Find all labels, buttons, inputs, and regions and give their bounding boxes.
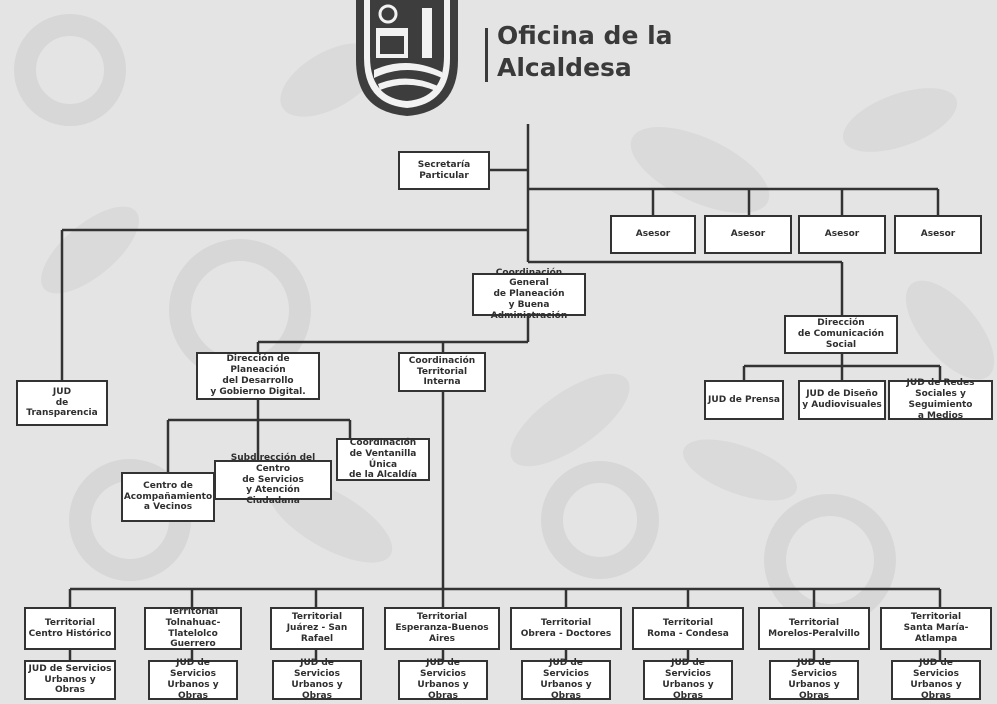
box-jud-diseno: JUD de Diseño y Audiovisuales bbox=[798, 380, 886, 420]
box-secretaria-particular: Secretaría Particular bbox=[398, 151, 490, 190]
box-jud-servicios-urbanos: JUD de Servicios Urbanos y Obras bbox=[891, 658, 981, 701]
box-centro-acompanamiento: Centro de Acompañamiento a Vecinos bbox=[121, 472, 215, 522]
box-territorial: Territorial Esperanza-Buenos Aires bbox=[384, 607, 500, 650]
title-line-1: Oficina de la bbox=[497, 21, 673, 50]
box-territorial: Territorial Tolnahuac-Tlatelolco Guerrer… bbox=[144, 607, 242, 650]
title-divider bbox=[485, 28, 488, 82]
box-territorial: Territorial Morelos-Peralvillo bbox=[758, 607, 870, 650]
box-asesor-1: Asesor bbox=[610, 215, 696, 254]
box-jud-servicios-urbanos: JUD de Servicios Urbanos y Obras bbox=[769, 658, 859, 701]
box-jud-servicios-urbanos: JUD de Servicios Urbanos y Obras bbox=[643, 658, 733, 701]
box-territorial: Territorial Obrera - Doctores bbox=[510, 607, 622, 650]
box-jud-prensa: JUD de Prensa bbox=[704, 380, 784, 420]
box-jud-servicios-urbanos: JUD de Servicios Urbanos y Obras bbox=[148, 658, 238, 701]
title-line-2: Alcaldesa bbox=[497, 53, 632, 82]
box-asesor-4: Asesor bbox=[894, 215, 982, 254]
box-direccion-planeacion: Dirección de Planeación del Desarrollo y… bbox=[196, 352, 320, 400]
box-territorial: Territorial Santa María-Atlampa bbox=[880, 607, 992, 650]
box-subdireccion-centro-servicios: Subdirección del Centro de Servicios y A… bbox=[214, 453, 332, 506]
box-coordinacion-territorial-interna: Coordinación Territorial Interna bbox=[398, 352, 486, 392]
box-territorial: Territorial Juárez - San Rafael bbox=[270, 607, 364, 650]
page-title: Oficina de la Alcaldesa bbox=[497, 20, 673, 84]
box-coordinacion-general: Coordinación General de Planeación y Bue… bbox=[472, 268, 586, 321]
box-territorial: Territorial Centro Histórico bbox=[24, 607, 116, 650]
box-coordinacion-ventanilla: Coordinación de Ventanilla Única de la A… bbox=[336, 438, 430, 481]
box-territorial: Territorial Roma - Condesa bbox=[632, 607, 744, 650]
box-direccion-comunicacion-social: Dirección de Comunicación Social bbox=[784, 315, 898, 354]
box-jud-servicios-urbanos: JUD de Servicios Urbanos y Obras bbox=[398, 658, 488, 701]
box-jud-servicios-urbanos: JUD de Servicios Urbanos y Obras bbox=[272, 658, 362, 701]
box-asesor-2: Asesor bbox=[704, 215, 792, 254]
alcaldia-emblem-icon bbox=[356, 0, 458, 116]
box-asesor-3: Asesor bbox=[798, 215, 886, 254]
box-jud-redes-sociales: JUD de Redes Sociales y Seguimiento a Me… bbox=[888, 378, 993, 421]
box-jud-transparencia: JUD de Transparencia bbox=[16, 380, 108, 426]
box-jud-servicios-urbanos: JUD de Servicios Urbanos y Obras bbox=[521, 658, 611, 701]
box-jud-servicios-urbanos: JUD de Servicios Urbanos y Obras bbox=[24, 660, 116, 700]
